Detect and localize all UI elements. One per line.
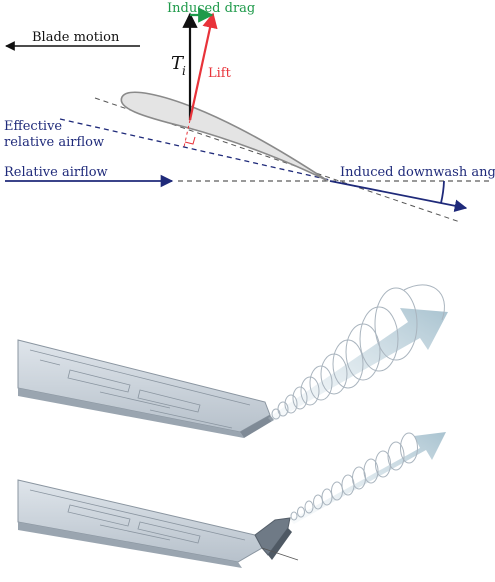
upper-wing: [17, 339, 274, 438]
effective-airflow-label-line1: Effective: [4, 119, 62, 134]
induced-drag-label: Induced drag: [167, 1, 255, 16]
induced-downwash-label: Induced downwash angle: [340, 165, 495, 180]
right-angle-mark: [184, 136, 196, 145]
upper-vortex-rings: [271, 284, 445, 420]
relative-airflow-label: Relative airflow: [4, 165, 108, 180]
lift-vector: [188, 12, 218, 121]
lower-wake-arrow-icon: [290, 432, 446, 524]
thrust-symbol: T: [171, 53, 185, 74]
lower-wing: [17, 479, 299, 568]
lift-label: Lift: [208, 66, 232, 81]
perpendicular-line: [183, 119, 191, 148]
airfoil: [120, 91, 329, 182]
blade-motion-label: Blade motion: [32, 30, 120, 45]
effective-airflow-label-line2: relative airflow: [4, 135, 104, 150]
downwash-arrow: [329, 180, 468, 212]
downwash-angle-arc: [440, 180, 445, 204]
effective-airflow-line: [59, 118, 331, 181]
lower-vortex-rings: [290, 432, 418, 521]
thrust-subscript: i: [182, 64, 186, 78]
upper-wake-arrow-icon: [268, 308, 448, 422]
